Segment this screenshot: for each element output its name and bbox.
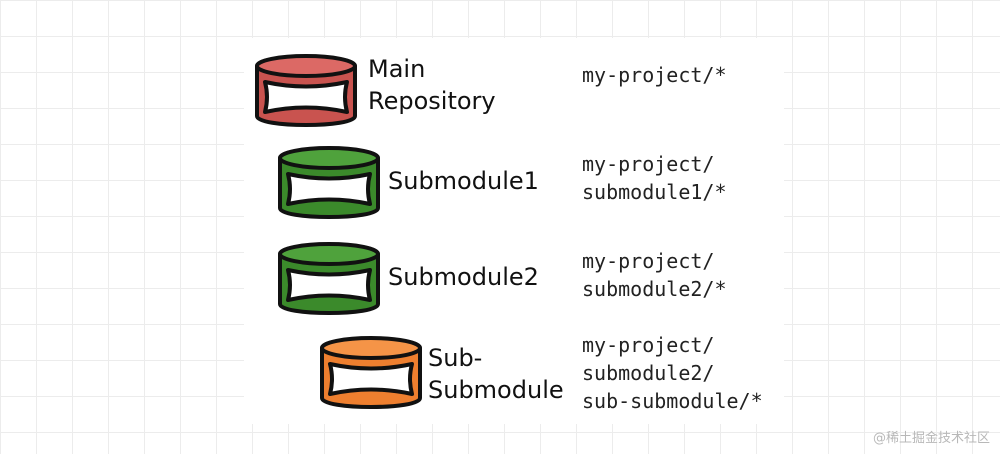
sub-submodule-label: Sub- Submodule: [428, 344, 564, 404]
submodule2-label: Submodule2: [388, 263, 539, 291]
watermark: @稀土掘金技术社区: [872, 431, 990, 446]
submodule1-path: my-project/ submodule1/*: [582, 152, 727, 204]
submodule2-path: my-project/ submodule2/*: [582, 249, 727, 301]
main-repository-label: Main Repository: [368, 55, 496, 115]
main-repository-cylinder-icon: [255, 54, 357, 127]
submodule1-cylinder-icon: [278, 146, 380, 219]
main-repository-path: my-project/*: [582, 63, 727, 87]
submodule1-label: Submodule1: [388, 167, 539, 195]
sub-submodule-cylinder-icon: [320, 336, 422, 409]
submodule2-cylinder-icon: [278, 242, 380, 315]
sub-submodule-path: my-project/ submodule2/ sub-submodule/*: [582, 333, 763, 413]
